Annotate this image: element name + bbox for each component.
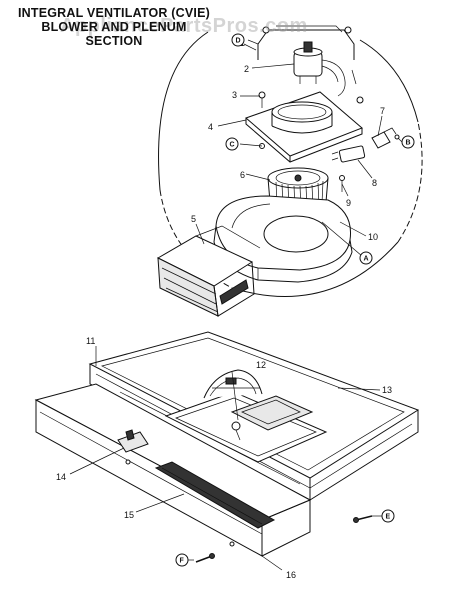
- grease-filter: [154, 461, 276, 529]
- callout-b: B: [401, 135, 415, 149]
- capacitor-assembly: [331, 127, 400, 163]
- callout-label-f: F: [180, 558, 185, 565]
- part-label-13: 13: [382, 385, 392, 395]
- part-label-6: 6: [240, 170, 245, 180]
- part-label-8: 8: [372, 178, 377, 188]
- part-label-10: 10: [368, 232, 378, 242]
- capacitor-bracket: [371, 131, 391, 149]
- part-label-2: 2: [244, 64, 249, 74]
- inner-fan-panel: [164, 391, 328, 463]
- leader-lines-upper: [195, 43, 403, 257]
- part-label-9: 9: [346, 198, 351, 208]
- motor-mounting-bracket: [247, 25, 357, 85]
- callout-c: C: [225, 137, 239, 151]
- duct-transition: [156, 225, 261, 317]
- callout-f: F: [175, 553, 189, 567]
- plenum-plate: [245, 91, 364, 163]
- leader-lines-lower: [69, 346, 382, 571]
- callout-label-d: D: [236, 38, 241, 45]
- title-line-1: INTEGRAL VENTILATOR (CVIE): [17, 6, 210, 20]
- watermark: AppliancePartsPros.com: [60, 15, 308, 37]
- callout-a: A: [359, 251, 373, 265]
- part-label-16: 16: [286, 570, 296, 580]
- part-label-3: 3: [232, 90, 237, 100]
- callout-label-c: C: [230, 142, 235, 149]
- callout-label-e: E: [386, 514, 391, 521]
- part-label-7: 7: [380, 106, 385, 116]
- part-label-5: 5: [191, 214, 196, 224]
- motor-plug: [303, 41, 313, 53]
- screw-part-9: [339, 175, 345, 181]
- part-label-11: 11: [86, 336, 95, 346]
- title-line-3: SECTION: [85, 34, 143, 48]
- callout-label-b: B: [406, 140, 411, 147]
- capacitor: [338, 145, 366, 163]
- callout-d: D: [231, 33, 245, 47]
- front-panel: [34, 383, 312, 557]
- callout-label-a: A: [364, 256, 369, 263]
- grommet: [356, 96, 364, 104]
- bracket-screw-left: [262, 26, 270, 34]
- title-line-2: BLOWER AND PLENUM: [41, 20, 187, 34]
- bracket-screw-right: [344, 26, 352, 34]
- tray-motor-mount: [203, 369, 263, 441]
- part-label-4: 4: [208, 122, 213, 132]
- blower-section-boundary: [158, 31, 423, 297]
- diagram-title: INTEGRAL VENTILATOR (CVIE) BLOWER AND PL…: [14, 6, 214, 48]
- part-label-14: 14: [56, 472, 66, 482]
- part-label-15: 15: [124, 510, 134, 520]
- callout-e: E: [381, 509, 395, 523]
- switch-bracket: [117, 429, 149, 453]
- part-label-12: 12: [256, 360, 266, 370]
- blower-housing: [213, 195, 353, 283]
- screw-part-3: [258, 91, 266, 99]
- blower-motor: [293, 41, 346, 97]
- part-12-grommet: [231, 421, 241, 431]
- screws-lower: [195, 515, 373, 563]
